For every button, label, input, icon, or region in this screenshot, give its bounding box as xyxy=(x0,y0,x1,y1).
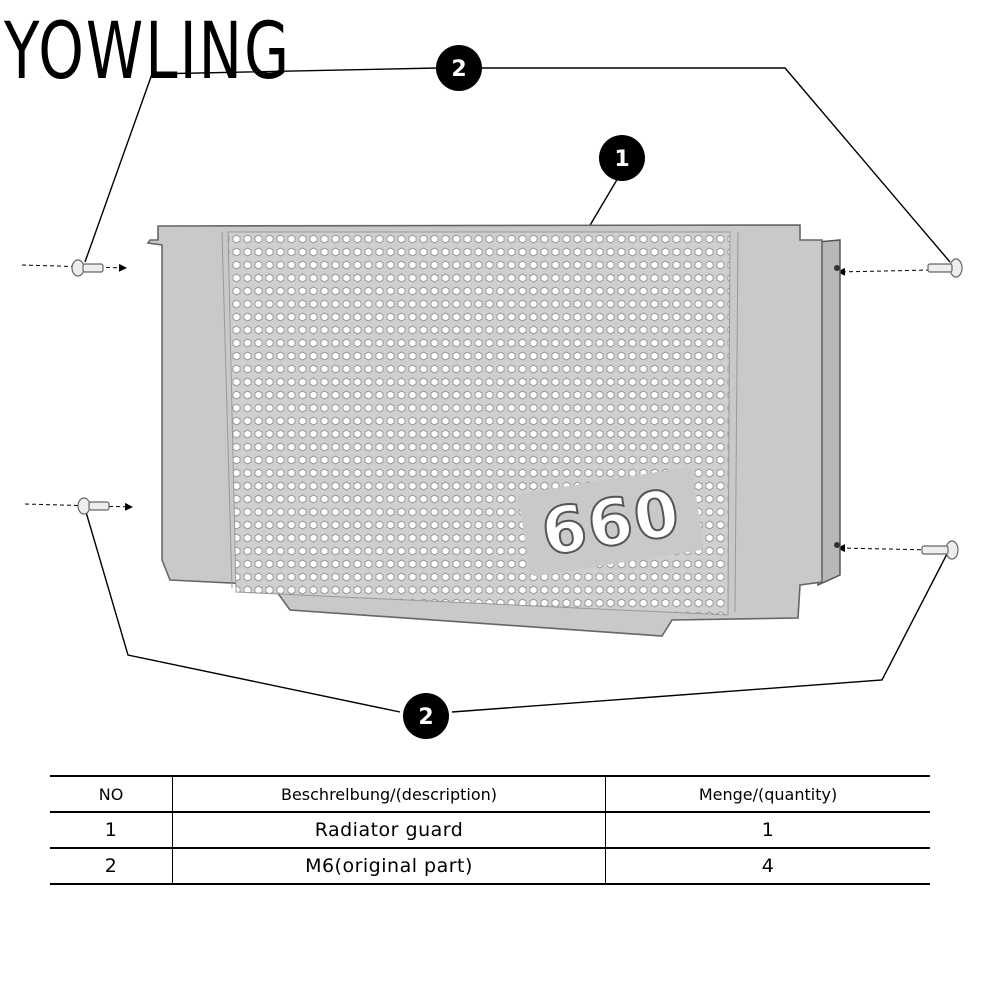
header-no: NO xyxy=(50,775,173,813)
leader-bottom-right xyxy=(451,551,949,713)
callout-label: 2 xyxy=(451,57,466,82)
cell-quantity: 4 xyxy=(605,847,930,885)
parts-table: NO Beschrelbung/(description) Menge/(qua… xyxy=(50,775,930,885)
leader-bottom-left xyxy=(85,511,401,713)
header-description: Beschrelbung/(description) xyxy=(172,775,606,813)
bolt-top-right xyxy=(927,258,963,278)
leader-top-left xyxy=(84,67,439,263)
model-number: 660 xyxy=(537,476,686,571)
leader-item-1 xyxy=(585,177,619,233)
header-quantity: Menge/(quantity) xyxy=(605,775,930,813)
cell-description: M6(original part) xyxy=(172,847,606,885)
guard-mesh xyxy=(227,231,731,616)
callout-1: 1 xyxy=(599,135,645,181)
bolt-bottom-left xyxy=(77,497,110,515)
table-header-row: NO Beschrelbung/(description) Menge/(qua… xyxy=(50,775,930,813)
table-row: 2 M6(original part) 4 xyxy=(50,847,930,885)
cell-no: 2 xyxy=(50,847,173,885)
brand-logo: YOWLING xyxy=(4,5,292,98)
callout-2-top: 2 xyxy=(436,45,482,91)
cell-quantity: 1 xyxy=(605,811,930,849)
exploded-diagram: 660 2 1 2 xyxy=(21,45,963,739)
callout-2-bottom: 2 xyxy=(403,693,449,739)
radiator-guard: 660 xyxy=(146,224,841,637)
table-row: 1 Radiator guard 1 xyxy=(50,811,930,849)
cell-no: 1 xyxy=(50,811,173,849)
leader-lines xyxy=(84,67,951,713)
leader-top-right xyxy=(480,67,951,263)
callout-label: 2 xyxy=(418,705,433,730)
bolt-bottom-right xyxy=(921,540,959,560)
cell-description: Radiator guard xyxy=(172,811,606,849)
bolt-top-left xyxy=(71,259,104,277)
bolts xyxy=(71,258,963,560)
model-badge: 660 xyxy=(518,467,704,577)
callout-label: 1 xyxy=(614,147,629,172)
